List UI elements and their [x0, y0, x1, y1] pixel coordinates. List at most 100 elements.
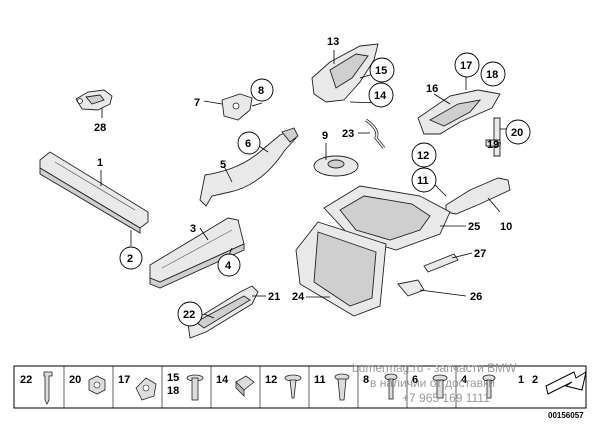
callout-16: 16	[426, 83, 438, 95]
callout-21: 21	[268, 291, 280, 303]
svg-text:19: 19	[487, 139, 499, 151]
svg-text:7: 7	[194, 97, 200, 109]
legend-item: 6	[406, 366, 448, 408]
callout-24: 24	[292, 291, 305, 303]
legend-item: 8	[357, 366, 398, 408]
callout-14: 14	[368, 82, 394, 108]
callout-13: 13	[327, 36, 339, 48]
part-16-cover	[417, 89, 501, 135]
part-10-trim-strip	[445, 177, 511, 215]
part-13-cover	[311, 43, 379, 103]
svg-text:14: 14	[374, 90, 387, 102]
legend-label: 12	[265, 374, 277, 386]
watermark-line1: bumermag.ru - запчасти BMW	[352, 361, 517, 375]
svg-text:9: 9	[322, 130, 328, 142]
callout-17: 17	[454, 52, 480, 78]
legend-label: 4	[461, 374, 468, 386]
part-1-rail	[39, 151, 149, 234]
callout-4: 4	[217, 253, 241, 277]
svg-text:11: 11	[417, 175, 429, 187]
part-26-block	[397, 279, 425, 297]
legend-item: 17	[112, 366, 157, 408]
callout-11: 11	[411, 167, 437, 193]
callout-20: 20	[505, 119, 531, 145]
callout-28: 28	[94, 122, 106, 134]
svg-text:2: 2	[127, 253, 133, 265]
svg-text:18: 18	[486, 69, 498, 81]
part-5-6-duct	[199, 127, 299, 207]
svg-text:4: 4	[225, 260, 232, 272]
legend-label: 20	[69, 374, 81, 386]
leader-lines	[100, 50, 508, 319]
legend-label: 2	[532, 374, 538, 386]
part-24-panel	[295, 221, 387, 317]
svg-text:8: 8	[258, 85, 264, 97]
svg-text:24: 24	[292, 291, 305, 303]
legend-label: 1	[518, 374, 524, 386]
svg-text:13: 13	[327, 36, 339, 48]
part-9-disc	[313, 155, 359, 177]
part-21-trim	[187, 285, 259, 339]
callout-12: 12	[411, 142, 437, 168]
legend-item: 4	[455, 366, 496, 408]
legend-label: 6	[412, 374, 418, 386]
legend-label: 18	[167, 385, 179, 397]
callout-18: 18	[480, 61, 506, 87]
svg-text:20: 20	[511, 127, 523, 139]
svg-text:16: 16	[426, 83, 438, 95]
callout-27: 27	[474, 248, 486, 260]
callout-25: 25	[468, 221, 480, 233]
svg-text:12: 12	[417, 150, 429, 162]
callout-5: 5	[220, 159, 226, 171]
svg-text:27: 27	[474, 248, 486, 260]
part-27-strip	[423, 253, 459, 273]
callout-26: 26	[470, 291, 482, 303]
legend-label: 22	[20, 374, 32, 386]
svg-text:3: 3	[190, 223, 196, 235]
diagram-code: 00156057	[548, 411, 584, 420]
svg-text:22: 22	[183, 309, 195, 321]
legend-label: 11	[314, 374, 326, 386]
svg-text:5: 5	[220, 159, 226, 171]
callout-1: 1	[97, 157, 103, 169]
legend-label: 17	[118, 374, 130, 386]
svg-text:26: 26	[470, 291, 482, 303]
legend-item: 20	[63, 366, 106, 408]
svg-text:10: 10	[500, 221, 512, 233]
callout-10: 10	[500, 221, 512, 233]
svg-text:1: 1	[97, 157, 103, 169]
svg-text:25: 25	[468, 221, 480, 233]
svg-text:15: 15	[375, 65, 387, 77]
callout-22: 22	[177, 301, 203, 327]
legend-label: 14	[216, 374, 229, 386]
callout-3: 3	[190, 223, 196, 235]
legend-label: 8	[363, 374, 369, 386]
arrow-icon	[545, 370, 587, 395]
part-19-bracket	[485, 117, 501, 157]
part-28-bracket	[75, 89, 113, 111]
legend-item: 12	[259, 366, 302, 408]
watermark: bumermag.ru - запчасти BMW в наличии от …	[352, 361, 517, 405]
legend-item: 11	[308, 366, 350, 408]
callout-23: 23	[342, 128, 354, 140]
svg-text:21: 21	[268, 291, 280, 303]
legend-label: 15	[167, 372, 179, 384]
callout-7: 7	[194, 97, 200, 109]
legend-item: 22	[20, 371, 53, 405]
callout-6: 6	[237, 131, 261, 155]
callout-19: 19	[487, 139, 499, 151]
watermark-line3: +7 965 169 1111	[402, 391, 490, 405]
part-3-4-trim-strip	[149, 217, 245, 289]
legend-item: 14	[210, 366, 255, 408]
watermark-line2: в наличии от доставки	[370, 376, 495, 390]
svg-text:6: 6	[245, 138, 251, 150]
part-7-clip	[221, 93, 253, 121]
part-23-hose	[365, 118, 386, 149]
callout-15: 15	[369, 57, 395, 83]
svg-text:23: 23	[342, 128, 354, 140]
callout-2: 2	[119, 246, 143, 270]
callout-8: 8	[250, 78, 274, 102]
